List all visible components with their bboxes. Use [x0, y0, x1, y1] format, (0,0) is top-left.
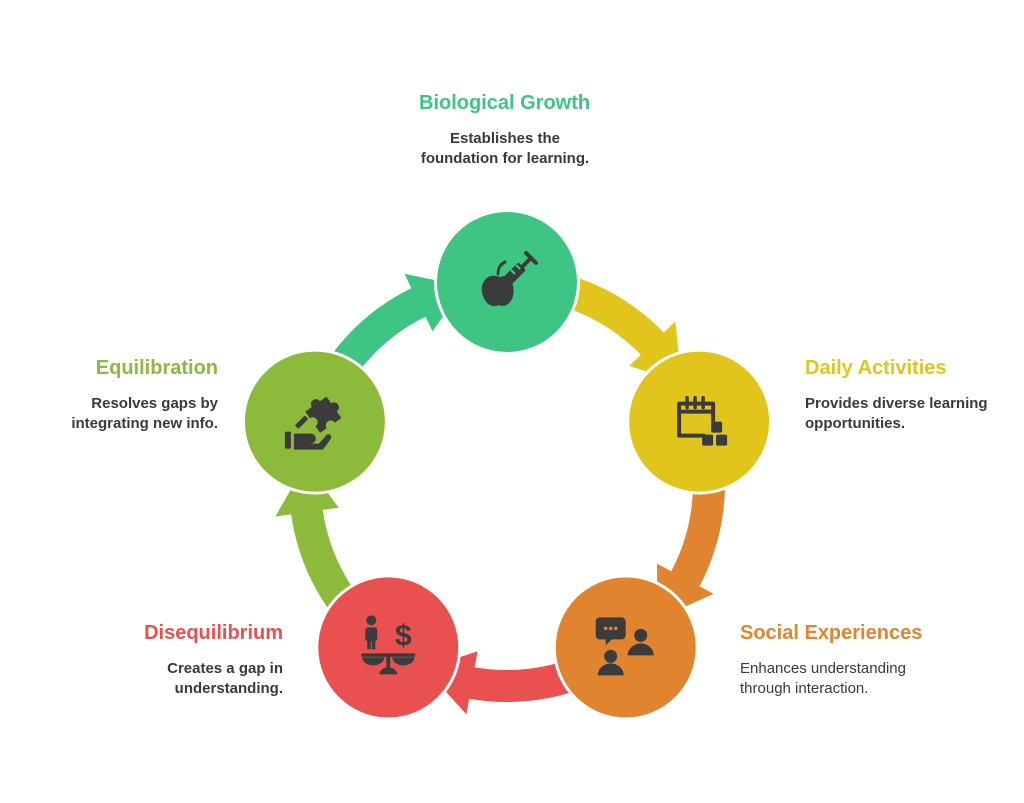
daily-activities-description: Provides diverse learning opportunities. — [805, 395, 988, 432]
social-experiences-title: Social Experiences — [740, 622, 923, 644]
biological-growth-title: Biological Growth — [419, 92, 591, 114]
people-chat-icon — [595, 617, 654, 676]
biological-growth-description: Establishes the foundation for learning. — [420, 130, 590, 167]
equilibration-node — [241, 348, 388, 495]
person-dollar-scale-icon: $ — [361, 615, 416, 675]
hand-puzzle-icon — [284, 396, 342, 450]
daily-activities-title: Daily Activities — [805, 357, 947, 379]
calendar-blocks-icon — [677, 395, 728, 446]
daily-activities-node — [626, 348, 773, 495]
biological-growth-node — [434, 209, 580, 355]
svg-text:$: $ — [395, 619, 412, 652]
disequilibrium-description: Creates a gap in understanding. — [167, 660, 283, 697]
apple-syringe-icon — [481, 251, 538, 307]
social-experiences-description: Enhances understanding through interacti… — [740, 660, 906, 697]
disequilibrium-node: $ — [315, 574, 462, 721]
cycle-nodes: $ — [241, 209, 773, 721]
disequilibrium-title: Disequilibrium — [144, 622, 283, 644]
social-experiences-node — [552, 574, 699, 721]
equilibration-title: Equilibration — [95, 357, 218, 379]
equilibration-description: Resolves gaps by integrating new info. — [71, 395, 218, 432]
